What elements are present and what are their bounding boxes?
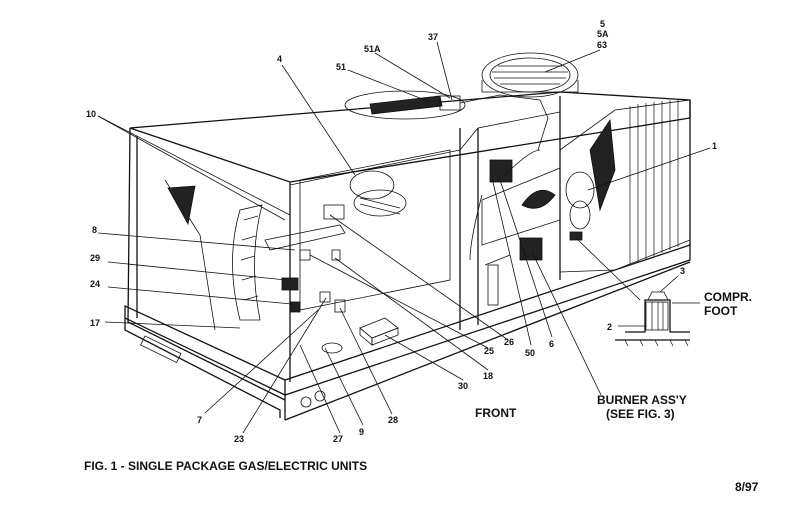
callout-6: 6 — [549, 339, 554, 349]
callout-29: 29 — [90, 253, 100, 263]
callout-5a: 5A — [597, 29, 609, 39]
burner-label-line2: (SEE FIG. 3) — [606, 407, 675, 421]
callout-5: 5 — [600, 19, 605, 29]
callout-18: 18 — [483, 371, 493, 381]
callout-2: 2 — [607, 322, 612, 332]
text-labels: COMPR. FOOT BURNER ASS'Y (SEE FIG. 3) FR… — [84, 290, 759, 494]
callout-3: 3 — [680, 266, 685, 276]
compr-label-line1: COMPR. — [704, 290, 752, 304]
callout-51: 51 — [336, 62, 346, 72]
callout-23: 23 — [234, 434, 244, 444]
callout-63: 63 — [597, 40, 607, 50]
date-code: 8/97 — [735, 480, 759, 494]
compressor-foot-inset — [615, 275, 700, 347]
callout-8: 8 — [92, 225, 97, 235]
callout-51a: 51A — [364, 44, 381, 54]
callout-30: 30 — [458, 381, 468, 391]
figure-caption: FIG. 1 - SINGLE PACKAGE GAS/ELECTRIC UNI… — [84, 459, 367, 473]
burner-area — [469, 149, 561, 306]
callout-10: 10 — [86, 109, 96, 119]
callout-28: 28 — [388, 415, 398, 425]
callout-27: 27 — [333, 434, 343, 444]
callout-50: 50 — [525, 348, 535, 358]
burner-label-line1: BURNER ASS'Y — [597, 393, 687, 407]
callout-labels: 10 8 29 24 17 4 51 51A 37 5 5A 63 1 7 23… — [86, 19, 717, 444]
callout-1: 1 — [712, 141, 717, 151]
condenser-coil — [559, 99, 691, 273]
top-piping — [344, 90, 549, 151]
control-panel — [264, 224, 399, 354]
callout-24: 24 — [90, 279, 100, 289]
callout-26: 26 — [504, 337, 514, 347]
callout-25: 25 — [484, 346, 494, 356]
compr-label-line2: FOOT — [704, 304, 738, 318]
callout-9: 9 — [359, 427, 364, 437]
callout-4: 4 — [277, 54, 282, 64]
callout-37: 37 — [428, 32, 438, 42]
blower-assembly — [323, 170, 407, 220]
callout-7: 7 — [197, 415, 202, 425]
callout-17: 17 — [90, 318, 100, 328]
front-label: FRONT — [475, 406, 517, 420]
condenser-fan — [481, 52, 579, 98]
leader-lines — [97, 41, 711, 434]
